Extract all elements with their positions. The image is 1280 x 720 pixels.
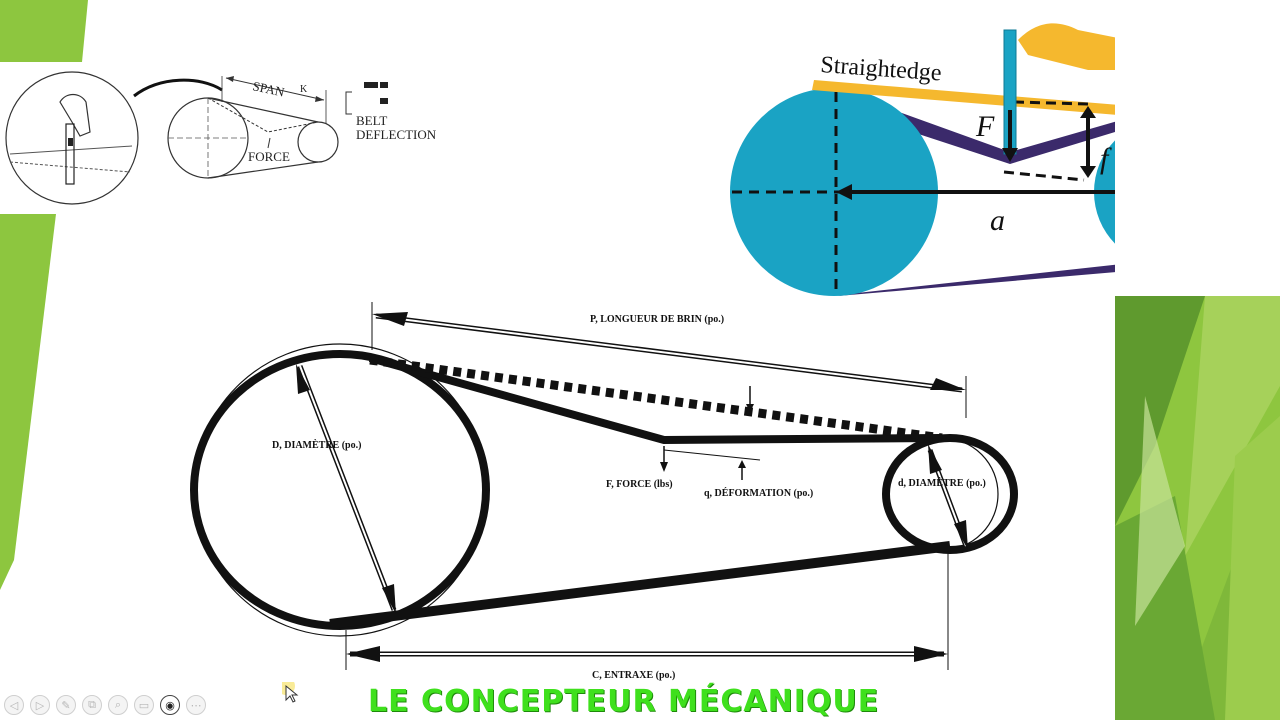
slideshow-toolbar: ◁ ▷ ✎ ⧉ ⌕ ▭ ◉ ⋯	[4, 694, 206, 716]
span-length-label: P, LONGUEUR DE BRIN (po.)	[590, 314, 724, 325]
large-pulley-circle	[193, 343, 487, 637]
zoom-icon[interactable]: ⌕	[108, 695, 128, 715]
large-pulley-belt-wrap	[190, 350, 490, 630]
subtitles-icon[interactable]: ▭	[134, 695, 154, 715]
previous-slide-icon[interactable]: ◁	[4, 695, 24, 715]
hand-sketch	[59, 93, 91, 137]
belt-deflection-label-line2: DEFLECTION	[356, 127, 437, 142]
belt-upper-strand	[888, 108, 1115, 164]
accent-bar-middle	[0, 214, 56, 590]
straightedge-label: Straightedge	[820, 52, 943, 86]
right-accent-panel	[1115, 296, 1280, 720]
channel-title: LE CONCEPTEUR MÉCANIQUE	[368, 684, 880, 719]
span-label: SPAN	[251, 78, 286, 99]
large-diameter-label: D, DIAMÈTRE (po.)	[272, 439, 361, 451]
belt-lower-strand	[838, 264, 1115, 296]
force-symbol: F	[975, 110, 995, 143]
slides-grid-icon[interactable]: ⧉	[82, 695, 102, 715]
force-label: F, FORCE (lbs)	[606, 479, 673, 490]
belt-deflection-diagram: P, LONGUEUR DE BRIN (po.) D, DIAMÈTRE (p…	[190, 302, 1018, 681]
center-distance-label: C, ENTRAXE (po.)	[592, 670, 675, 681]
next-slide-icon[interactable]: ▷	[30, 695, 50, 715]
left-accent-bars	[0, 0, 88, 590]
belt-deflection-label-line1: BELT	[356, 113, 387, 128]
small-pulley-circle	[885, 437, 999, 551]
accent-bar-top	[0, 0, 88, 62]
belt-straight-line	[369, 355, 943, 443]
mouse-cursor-icon	[282, 682, 299, 703]
more-options-icon[interactable]: ⋯	[186, 695, 206, 715]
belt-lower-strand	[329, 541, 951, 629]
straightedge-bar	[812, 80, 1115, 115]
hand-illustration	[1018, 23, 1115, 70]
small-pulley-belt-wrap	[882, 434, 1018, 554]
belt-deflected-strand	[368, 354, 941, 445]
tension-gauge-sketch	[65, 123, 75, 185]
pen-icon[interactable]: ✎	[56, 695, 76, 715]
deflection-label: q, DÉFORMATION (po.)	[704, 487, 813, 499]
distance-symbol: a	[990, 204, 1005, 237]
small-diameter-label: d, DIAMÈTRE (po.)	[898, 477, 986, 489]
k-label: K	[300, 84, 308, 95]
force-label: FORCE	[248, 149, 290, 164]
belt-tension-sketch: SPAN K FORCE BELT DEFLECTION	[0, 62, 460, 212]
camera-icon[interactable]: ◉	[160, 695, 180, 715]
straightedge-diagram: Straightedge F f a	[730, 23, 1115, 296]
magnifier-circle	[5, 71, 139, 205]
